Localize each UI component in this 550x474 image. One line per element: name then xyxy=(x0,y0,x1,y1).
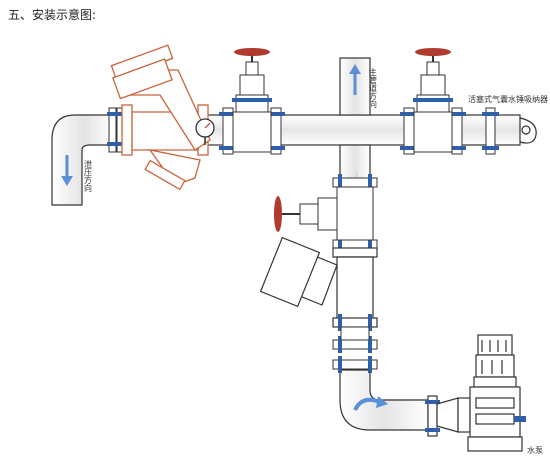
lower-flanges xyxy=(332,326,378,373)
water-pump xyxy=(425,334,526,452)
section-heading: 五、安装示意图: xyxy=(8,8,97,22)
bottom-elbow-pipe xyxy=(339,369,429,431)
label-main-flow: 主管道方向 xyxy=(369,67,378,108)
flow-arrow-down-left xyxy=(61,155,73,186)
gate-valve-left xyxy=(219,48,285,155)
pressure-gauge xyxy=(195,118,215,145)
label-low-pressure: 泄压方向 xyxy=(84,159,93,192)
label-vent: 活塞式气囊水锤吸纳器 xyxy=(468,94,548,104)
right-pipe-end xyxy=(519,117,537,144)
gate-valve-right xyxy=(400,48,466,155)
flow-arrow-up xyxy=(349,64,361,95)
pressure-relief-valve xyxy=(110,44,211,191)
vertical-gate-valve xyxy=(274,174,378,253)
label-pump: 水泵 xyxy=(527,445,543,455)
y-strainer xyxy=(259,236,378,331)
flange-right-end xyxy=(482,107,499,155)
flow-arrow-curve xyxy=(353,396,388,411)
